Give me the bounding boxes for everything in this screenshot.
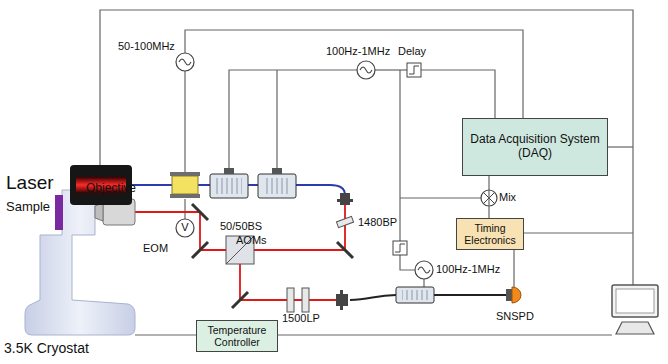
frequency-label: 100Hz-1MHz bbox=[436, 263, 500, 276]
eom-crystal bbox=[172, 176, 198, 194]
sample-label: Sample bbox=[6, 200, 50, 215]
frequency-label: 100Hz-1MHz bbox=[326, 45, 390, 58]
computer-icon bbox=[616, 289, 654, 313]
cryostat-wire bbox=[135, 334, 196, 335]
controller-wire bbox=[278, 334, 612, 335]
snspd-detector bbox=[512, 287, 521, 303]
timing-box: Timing Electronics bbox=[456, 218, 524, 250]
timing-bus-wire bbox=[524, 232, 633, 233]
eom-voltage-wire bbox=[184, 199, 185, 219]
eom-label: EOM bbox=[143, 242, 168, 255]
computer-icon bbox=[612, 285, 658, 317]
signal-connector bbox=[488, 176, 489, 218]
signal-generator bbox=[176, 53, 194, 71]
signal-generator bbox=[176, 53, 433, 279]
filter-label: 1480BP bbox=[358, 216, 397, 229]
snspd-detector bbox=[506, 289, 512, 301]
objective-lens bbox=[95, 203, 103, 221]
delay-symbol bbox=[393, 63, 421, 255]
eom-crystal bbox=[170, 172, 200, 198]
sine-symbol bbox=[360, 67, 372, 73]
signal-generator bbox=[357, 61, 375, 79]
aom-device bbox=[216, 178, 242, 194]
aom-device bbox=[224, 168, 234, 174]
sine-symbol bbox=[179, 59, 191, 65]
reference-wire bbox=[399, 70, 400, 241]
node-text: Timing Electronics bbox=[461, 222, 519, 246]
delay-input-wire bbox=[375, 69, 407, 70]
sample bbox=[55, 195, 63, 230]
reference-wire bbox=[400, 255, 415, 270]
computer-icon bbox=[616, 322, 654, 334]
mirror bbox=[192, 204, 353, 308]
optical-fiber bbox=[296, 185, 345, 195]
daq-bus-wire bbox=[608, 146, 633, 147]
aom-device bbox=[396, 287, 434, 303]
delay-symbol bbox=[409, 66, 419, 74]
mirror bbox=[232, 292, 248, 308]
daq-box: Data Acquisition System (DAQ) bbox=[462, 118, 608, 176]
mix-input-wire bbox=[400, 197, 481, 198]
sine-symbol bbox=[418, 267, 430, 273]
sine-symbol bbox=[179, 59, 430, 273]
aom-device bbox=[210, 174, 248, 198]
laser-label: Laser bbox=[6, 172, 54, 194]
optical-fiber bbox=[248, 184, 258, 186]
fiber-coupler bbox=[336, 290, 348, 310]
aom-label: AOMs bbox=[236, 234, 267, 247]
voltage-label: V bbox=[181, 221, 188, 234]
longpass-filter bbox=[287, 288, 294, 312]
cryostat-label: 3.5K Cryostat bbox=[4, 340, 89, 356]
beamsplitter-label: 50/50BS bbox=[220, 220, 262, 233]
delay-label: Delay bbox=[398, 45, 426, 58]
detector-label: SNSPD bbox=[496, 310, 534, 323]
fiber-collimator bbox=[337, 199, 353, 202]
laser-bus-wire bbox=[100, 10, 633, 285]
aom-device bbox=[402, 290, 428, 300]
eom-source-wire bbox=[184, 71, 185, 172]
delay-symbol bbox=[395, 244, 405, 252]
signal-wire bbox=[100, 10, 633, 335]
frequency-label: 50-100MHz bbox=[118, 40, 175, 53]
mixer-label: Mix bbox=[499, 191, 516, 204]
signal-generator bbox=[415, 261, 433, 279]
aom-drive-wire bbox=[423, 279, 424, 287]
optical-fiber bbox=[350, 295, 396, 300]
snspd-wire bbox=[513, 248, 514, 287]
delay-symbol bbox=[393, 241, 407, 255]
snspd-detector bbox=[506, 287, 521, 303]
optical-fiber bbox=[434, 294, 506, 296]
filter-label: 1500LP bbox=[282, 312, 320, 325]
fiber-coupler bbox=[340, 290, 343, 310]
aom-drive-wire bbox=[276, 70, 277, 172]
aom-device bbox=[210, 168, 434, 303]
objective-label: Objective bbox=[86, 182, 136, 196]
aom-device bbox=[258, 174, 296, 198]
aom-device bbox=[264, 178, 290, 194]
eom-electrode bbox=[170, 172, 200, 176]
delay-output-wire bbox=[421, 70, 495, 118]
longpass-filter bbox=[302, 288, 309, 312]
eom-drive-wire bbox=[185, 30, 523, 118]
controller-box: Temperature Controller bbox=[196, 320, 278, 352]
aom-drive-wire bbox=[229, 70, 357, 172]
voltage-source bbox=[176, 219, 194, 237]
mirror bbox=[192, 204, 208, 220]
node-text: Data Acquisition System (DAQ) bbox=[467, 133, 603, 161]
bandpass-filter bbox=[336, 216, 353, 227]
mirror bbox=[192, 242, 208, 258]
computer-icon bbox=[612, 285, 658, 334]
optical-fiber bbox=[132, 185, 506, 300]
fiber-collimator bbox=[337, 193, 353, 205]
node-text: Temperature Controller bbox=[201, 324, 273, 348]
delay-symbol bbox=[407, 63, 421, 77]
eom-electrode bbox=[170, 194, 200, 198]
aom-device bbox=[272, 168, 282, 174]
mirror bbox=[337, 242, 353, 258]
